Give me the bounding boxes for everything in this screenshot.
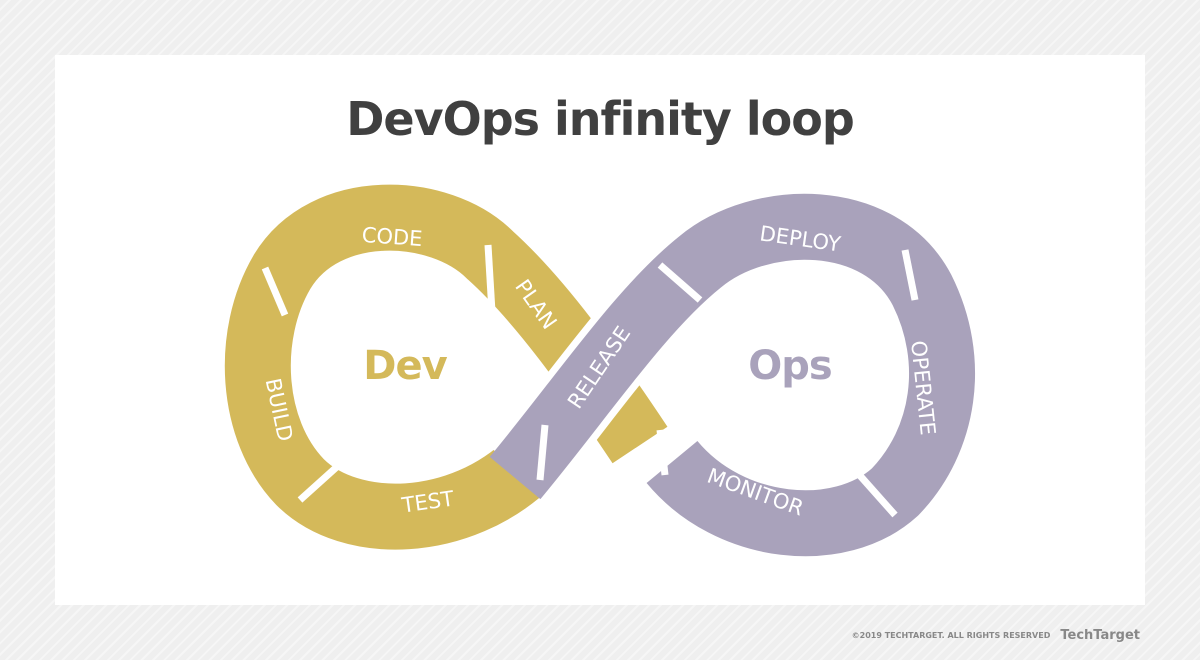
segment-separators	[261, 244, 919, 518]
brand-logo: TechTarget	[1060, 628, 1140, 643]
dev-loop	[224, 184, 668, 550]
stage-code: CODE	[361, 223, 423, 251]
ops-loop	[489, 193, 976, 557]
copyright-text: ©2019 TECHTARGET. ALL RIGHTS RESERVED	[851, 631, 1051, 640]
dev-label: Dev	[363, 343, 447, 389]
page-title: DevOps infinity loop	[346, 92, 855, 146]
ops-label: Ops	[748, 343, 831, 389]
footer: ©2019 TECHTARGET. ALL RIGHTS RESERVED Te…	[852, 628, 1140, 643]
